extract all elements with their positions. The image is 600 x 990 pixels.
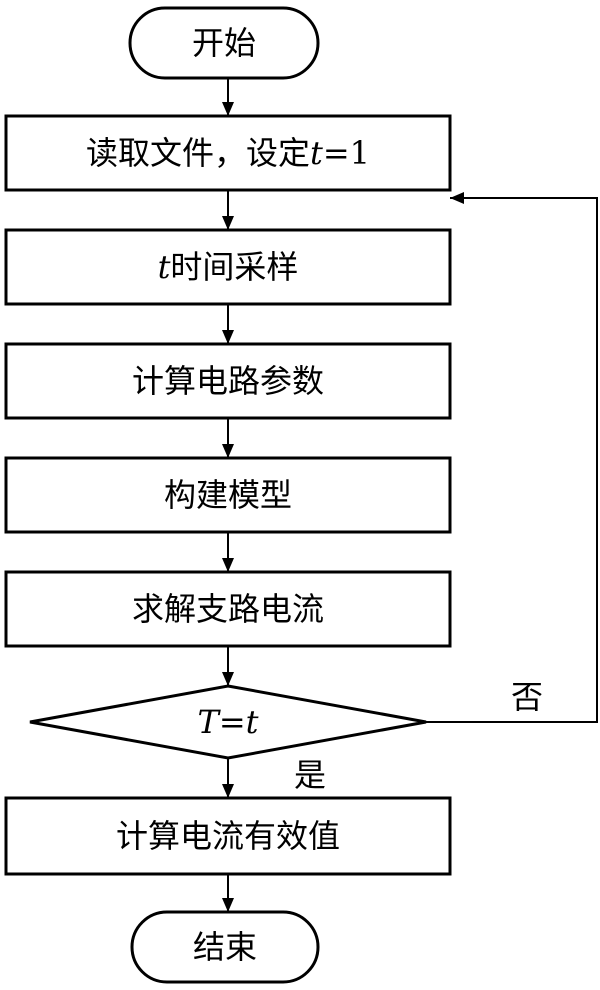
arrowhead-icon	[222, 216, 234, 230]
arrowhead-icon	[222, 898, 234, 912]
start-label: 开始	[192, 24, 256, 62]
compute-rms-box	[4, 796, 452, 876]
loop-back-line	[426, 197, 598, 723]
compute-params-box	[4, 342, 452, 420]
read-file-box	[4, 114, 452, 192]
no-branch-label: 否	[511, 678, 543, 716]
arrowhead-icon	[222, 784, 234, 798]
compute-params-label: 计算电路参数	[132, 362, 324, 400]
sampling-label: t时间采样	[158, 248, 299, 286]
solve-currents-box	[4, 570, 452, 648]
end-label: 结束	[193, 928, 257, 966]
solve-currents-label: 求解支路电流	[132, 590, 324, 628]
yes-branch-label: 是	[294, 756, 326, 794]
arrowhead-icon	[222, 102, 234, 116]
end-terminal	[130, 910, 320, 984]
arrowhead-icon	[222, 672, 234, 686]
build-model-label: 构建模型	[164, 476, 292, 514]
arrowhead-icon	[222, 330, 234, 344]
arrowhead-icon	[222, 444, 234, 458]
arrowhead-icon	[222, 558, 234, 572]
decision-label: T=t	[197, 703, 258, 741]
sampling-box	[4, 228, 452, 306]
compute-rms-label: 计算电流有效值	[116, 817, 340, 855]
decision-diamond	[29, 684, 427, 760]
start-terminal	[128, 6, 320, 80]
build-model-box	[4, 456, 452, 534]
read-file-label: 读取文件，设定t=1	[86, 134, 370, 172]
arrowhead-icon	[450, 192, 464, 204]
